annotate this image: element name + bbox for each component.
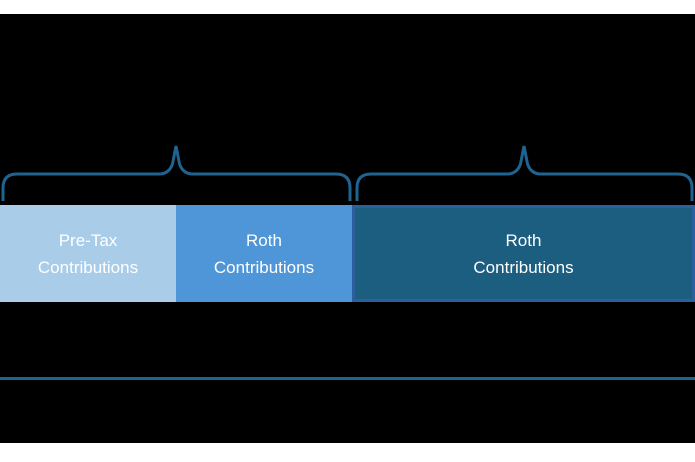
left-brace-icon: [1, 145, 352, 201]
bottom-white-strip: [0, 443, 695, 462]
bar-pretax-contributions: Pre-Tax Contributions: [0, 205, 176, 302]
bar-label-line: Pre-Tax: [58, 230, 118, 250]
bar-roth-contributions-dark: Roth Contributions: [352, 205, 695, 302]
top-white-strip: [0, 0, 695, 14]
bar-label-line: Contributions: [37, 257, 139, 277]
bar-label-line: Roth: [505, 230, 542, 250]
contribution-bars: Pre-Tax Contributions Roth Contributions…: [0, 205, 695, 302]
bar-label-line: Contributions: [473, 257, 574, 277]
bar-label-line: Roth: [246, 230, 282, 250]
bar-roth-contributions-mid: Roth Contributions: [176, 205, 352, 302]
bar-label-line: Contributions: [213, 257, 315, 277]
right-brace-icon: [355, 145, 694, 201]
